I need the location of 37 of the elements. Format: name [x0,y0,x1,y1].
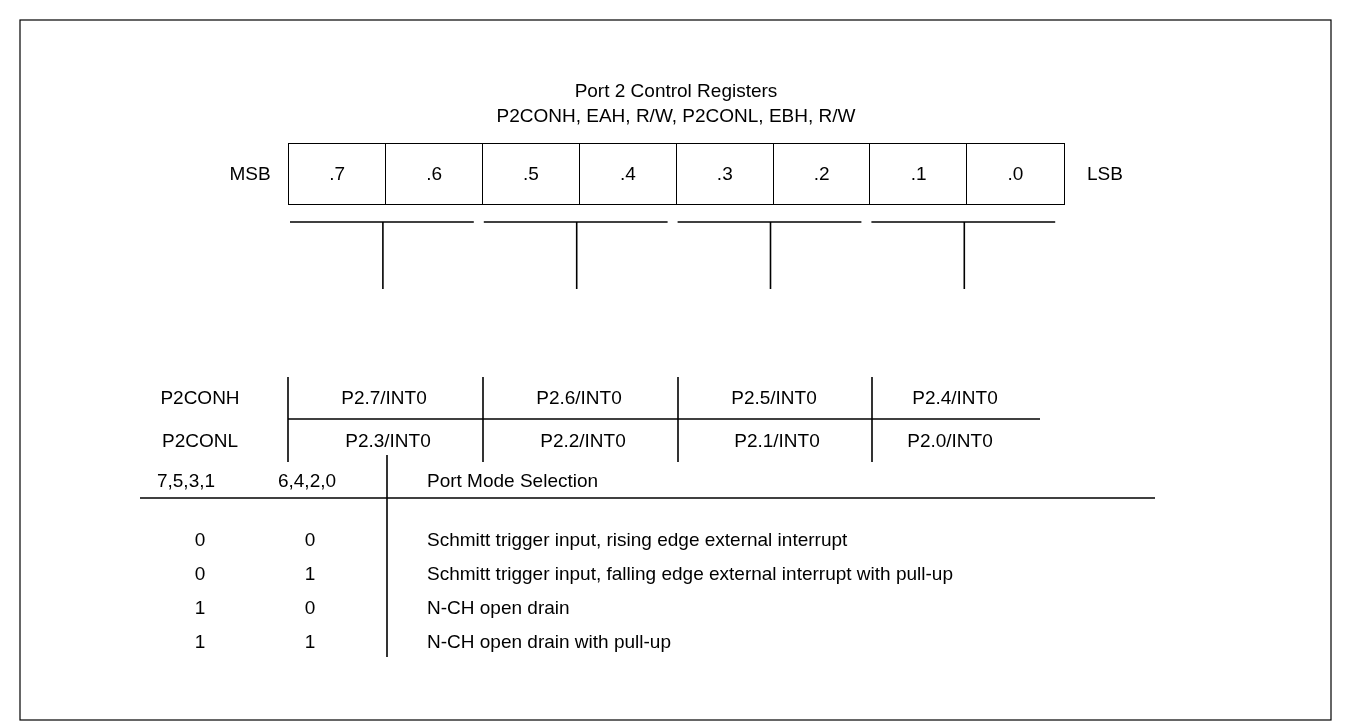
bit-cell: .1 [869,143,968,205]
bit-value: 1 [304,631,316,653]
mode-description: Schmitt trigger input, rising edge external interrupt [427,529,848,551]
pin-name: P2.4/INT0 [912,387,998,409]
bit-cell: .3 [675,143,774,205]
pin-name: P2.1/INT0 [734,430,820,452]
mode-description: Schmitt trigger input, falling edge external interrupt with pull-up [427,563,953,585]
diagram-title: Port 2 Control Registers [574,80,778,102]
bit-cell: .2 [772,143,871,205]
bit-cell: .5 [481,143,581,205]
bit-value: 1 [194,597,206,619]
column-header: 6,4,2,0 [277,470,337,492]
lsb-label: LSB [1087,163,1123,185]
bit-value: 1 [194,631,206,653]
pin-name: P2.2/INT0 [540,430,626,452]
bit-cell: .7 [288,143,387,205]
pin-name: P2.5/INT0 [731,387,817,409]
bit-value: 1 [304,563,316,585]
register-name: P2CONH [160,387,240,409]
bit-value: 0 [304,597,316,619]
pin-name: P2.0/INT0 [907,430,993,452]
pin-name: P2.7/INT0 [341,387,427,409]
bit-value: 0 [194,563,206,585]
bit-cell: .4 [578,143,678,205]
register-subtitle: P2CONH, EAH, R/W, P2CONL, EBH, R/W [496,105,856,127]
register-name: P2CONL [162,430,238,452]
mode-description: N-CH open drain [427,597,570,619]
bit-cell: .0 [966,143,1065,205]
mode-description: N-CH open drain with pull-up [427,631,671,653]
column-header: Port Mode Selection [427,470,599,492]
bit-cell: .6 [384,143,484,205]
pin-name: P2.6/INT0 [536,387,622,409]
bit-value: 0 [194,529,206,551]
msb-label: MSB [229,163,271,185]
pin-name: P2.3/INT0 [345,430,431,452]
bit-value: 0 [304,529,316,551]
column-header: 7,5,3,1 [156,470,216,492]
